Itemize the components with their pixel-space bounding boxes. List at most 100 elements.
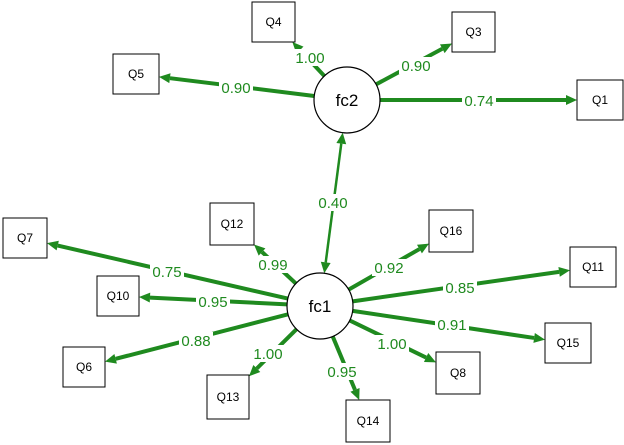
edge-label-fc1-Q15: 0.91 [435, 316, 469, 334]
item-box [569, 246, 617, 288]
loading-value: 0.88 [181, 333, 210, 350]
label-background [179, 332, 213, 349]
item-node-Q14: Q14 [345, 399, 391, 443]
arrowhead [439, 43, 452, 54]
arrowhead [350, 387, 360, 400]
loading-value: 1.00 [377, 336, 406, 353]
edge-labels-layer: 1.00 0.90 0.90 0.74 0.40 0.75 0.99 0.92 0.85 0.95… [150, 49, 496, 381]
item-box [96, 275, 140, 317]
label-background [372, 259, 406, 276]
loading-value: 0.75 [152, 264, 181, 281]
edge-label-fc1-Q7: 0.75 [150, 263, 184, 281]
label-background [316, 194, 350, 211]
item-box [2, 217, 48, 259]
loading-value: 0.92 [374, 260, 403, 277]
loading-value: 0.90 [401, 58, 430, 75]
edge-label-fc2-Q4: 1.00 [293, 49, 327, 67]
label-background [375, 335, 409, 352]
arrowhead [566, 95, 577, 105]
arrowhead [558, 266, 570, 277]
factor-node-fc1: fc1 [286, 272, 354, 340]
item-node-Q3: Q3 [451, 11, 496, 53]
label-background [462, 92, 496, 109]
label-background [219, 79, 253, 96]
loading-value: 1.00 [295, 50, 324, 67]
loading-value: 0.91 [437, 317, 466, 334]
item-box [206, 374, 250, 420]
arrowhead [423, 353, 436, 363]
item-box [451, 11, 496, 53]
arrowhead [533, 333, 545, 343]
edge-label-fc1-Q16: 0.92 [372, 259, 406, 277]
arrowhead [336, 132, 347, 145]
loading-value: 0.95 [327, 364, 356, 381]
item-node-Q1: Q1 [576, 79, 624, 121]
item-label: Q16 [440, 224, 463, 238]
loading-value: 0.95 [198, 294, 227, 311]
edge-label-fc2-fc1: 0.40 [316, 194, 350, 212]
label-background [196, 293, 230, 310]
label-background [325, 363, 359, 380]
item-box [251, 1, 296, 43]
label-background [251, 345, 285, 362]
item-node-Q11: Q11 [569, 246, 617, 288]
label-background [399, 57, 433, 74]
item-node-Q15: Q15 [544, 322, 592, 364]
edges-layer [47, 42, 577, 400]
item-node-Q5: Q5 [112, 53, 160, 95]
item-label: Q13 [217, 390, 240, 404]
factor-node-fc2: fc2 [313, 66, 381, 134]
arrowhead [416, 243, 429, 254]
item-label: Q5 [128, 67, 144, 81]
item-label: Q4 [265, 15, 281, 29]
item-box [112, 53, 160, 95]
factor-label: fc1 [309, 297, 332, 316]
factor-circle [286, 272, 354, 340]
arrowhead [249, 364, 261, 377]
label-background [293, 49, 327, 66]
item-label: Q6 [76, 360, 92, 374]
loading-value: 0.40 [318, 195, 347, 212]
item-label: Q3 [465, 25, 481, 39]
item-label: Q12 [221, 217, 244, 231]
arrowhead [139, 292, 151, 303]
factor-circle [313, 66, 381, 134]
edge-label-fc2-Q5: 0.90 [219, 79, 253, 97]
arrowhead [105, 354, 117, 364]
item-label: Q11 [582, 260, 604, 274]
item-box [345, 399, 391, 443]
item-box [62, 346, 106, 388]
arrowhead [47, 240, 59, 251]
arrowhead [254, 244, 266, 256]
arrowhead [320, 261, 331, 274]
item-node-Q8: Q8 [435, 351, 481, 395]
item-label: Q8 [450, 366, 466, 380]
factor-label: fc2 [336, 91, 359, 110]
item-box [435, 351, 481, 395]
item-label: Q15 [557, 336, 580, 350]
loading-value: 0.99 [258, 257, 287, 274]
loading-value: 1.00 [253, 346, 282, 363]
item-node-Q13: Q13 [206, 374, 250, 420]
item-node-Q12: Q12 [209, 202, 255, 246]
edge-label-fc1-Q13: 1.00 [251, 345, 285, 363]
item-node-Q7: Q7 [2, 217, 48, 259]
item-label: Q7 [17, 231, 33, 245]
edge-label-fc1-Q14: 0.95 [325, 363, 359, 381]
arrowhead [159, 73, 171, 84]
edge-label-fc2-Q1: 0.74 [462, 92, 496, 110]
label-background [256, 256, 290, 273]
item-node-Q4: Q4 [251, 1, 296, 43]
edge-label-fc1-Q8: 1.00 [375, 335, 409, 353]
item-node-Q16: Q16 [428, 209, 474, 253]
item-label: Q10 [107, 289, 130, 303]
edge-label-fc1-Q11: 0.85 [443, 279, 477, 297]
label-background [435, 316, 469, 333]
item-box [428, 209, 474, 253]
label-background [443, 279, 477, 296]
edge-label-fc1-Q10: 0.95 [196, 293, 230, 311]
item-box [544, 322, 592, 364]
edge-label-fc2-Q3: 0.90 [399, 57, 433, 75]
